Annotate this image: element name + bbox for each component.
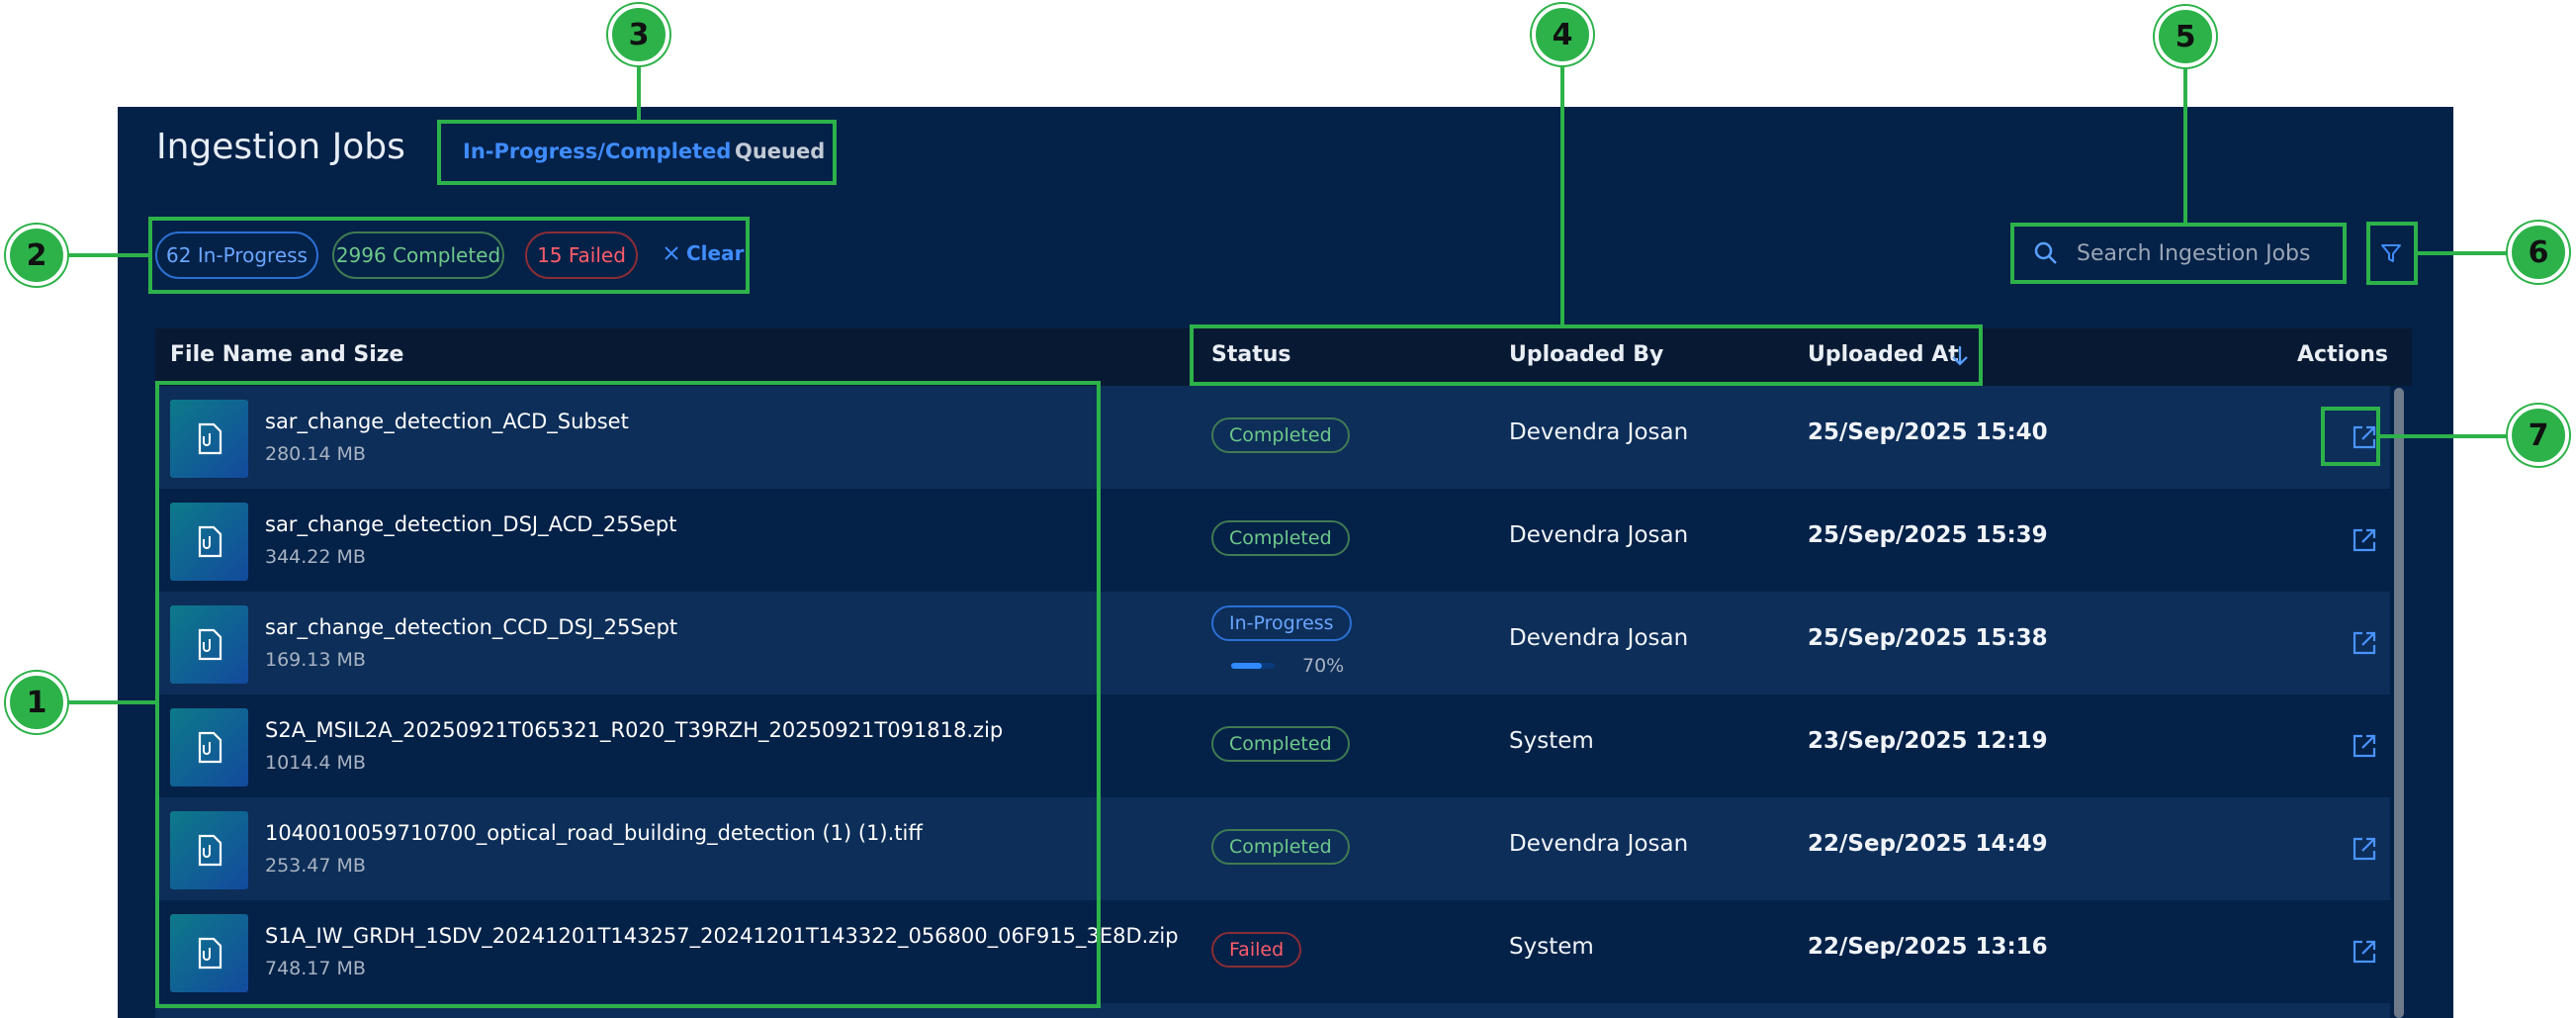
callout-badge: 3	[608, 4, 669, 65]
progress-percent: 70%	[1302, 655, 1345, 677]
open-external-icon[interactable]	[2351, 938, 2378, 966]
uploaded-by: Devendra Josan	[1509, 831, 1689, 857]
status-badge: In-Progress	[1211, 605, 1352, 641]
status-badge: Completed	[1211, 520, 1350, 556]
callout-line-2	[65, 253, 150, 257]
file-size: 1014.4 MB	[265, 752, 366, 774]
file-name: 1040010059710700_optical_road_building_d…	[265, 821, 923, 845]
file-size: 748.17 MB	[265, 958, 366, 979]
filter-chip-in-progress[interactable]: 62 In-Progress	[155, 231, 318, 279]
callout-badge: 7	[2508, 405, 2569, 466]
status-badge: Completed	[1211, 829, 1350, 865]
page-title: Ingestion Jobs	[156, 127, 405, 167]
file-icon	[170, 708, 248, 787]
column-header-actions: Actions	[2297, 342, 2388, 367]
uploaded-at: 25/Sep/2025 15:40	[1808, 419, 2048, 445]
status-badge: Completed	[1211, 726, 1350, 762]
uploaded-by: Devendra Josan	[1509, 625, 1689, 651]
highlight-column-headers	[1190, 324, 1983, 386]
callout-line-4	[1560, 63, 1564, 325]
uploaded-at: 22/Sep/2025 14:49	[1808, 831, 2048, 857]
open-external-icon[interactable]	[2351, 423, 2378, 451]
tab-in-progress-completed[interactable]: In-Progress/Completed	[463, 139, 732, 163]
uploaded-by: System	[1509, 728, 1594, 754]
clear-label: Clear	[686, 241, 745, 265]
uploaded-by: System	[1509, 934, 1594, 960]
filter-chip-failed[interactable]: 15 Failed	[525, 231, 638, 279]
file-icon	[170, 914, 248, 992]
file-icon	[170, 811, 248, 889]
progress-bar	[1231, 663, 1275, 669]
callout-badge: 6	[2508, 222, 2569, 283]
tab-queued[interactable]: Queued	[735, 139, 826, 163]
callout-badge: 5	[2155, 6, 2216, 67]
column-header-uploaded-by[interactable]: Uploaded By	[1509, 342, 1664, 367]
table-row[interactable]: sar_change_detection_ACD_Subset 280.14 M…	[155, 386, 2390, 489]
sort-descending-icon[interactable]	[1950, 344, 1970, 368]
progress-indicator: 70%	[1231, 655, 1344, 677]
file-name: sar_change_detection_DSJ_ACD_25Sept	[265, 512, 677, 536]
scrollbar[interactable]	[2394, 388, 2404, 1018]
table-row[interactable]: S2A_MSIL2A_20250921T065321_R020_T39RZH_2…	[155, 694, 2390, 797]
file-name: sar_change_detection_CCD_DSJ_25Sept	[265, 615, 678, 639]
callout-line-6	[2417, 251, 2512, 255]
highlight-file-list	[155, 381, 1101, 1008]
close-icon	[665, 246, 678, 260]
search-input[interactable]	[2075, 239, 2336, 267]
uploaded-by: Devendra Josan	[1509, 419, 1689, 445]
status-badge: Completed	[1211, 417, 1350, 453]
file-name: sar_change_detection_ACD_Subset	[265, 410, 629, 433]
uploaded-at: 23/Sep/2025 12:19	[1808, 728, 2048, 754]
highlight-filter-chips	[148, 217, 750, 294]
column-header-file: File Name and Size	[170, 342, 404, 367]
open-external-icon[interactable]	[2351, 835, 2378, 863]
table-row[interactable]: 1040010059710700_optical_road_building_d…	[155, 797, 2390, 900]
callout-line-1	[65, 700, 157, 704]
callout-line-3	[637, 63, 641, 121]
highlight-tabs	[437, 120, 837, 185]
open-external-icon[interactable]	[2351, 732, 2378, 760]
progress-fill	[1231, 663, 1262, 669]
highlight-filter-button	[2366, 222, 2418, 285]
file-size: 169.13 MB	[265, 649, 366, 671]
filter-chip-completed[interactable]: 2996 Completed	[332, 231, 504, 279]
table-header: File Name and Size Status Uploaded By Up…	[155, 328, 2412, 386]
column-header-uploaded-at[interactable]: Uploaded At	[1808, 342, 1959, 367]
file-icon	[170, 503, 248, 581]
clear-filters-button[interactable]: Clear	[663, 241, 744, 265]
column-header-status[interactable]: Status	[1211, 342, 1291, 367]
highlight-search	[2010, 223, 2347, 284]
open-external-icon[interactable]	[2351, 629, 2378, 657]
search-icon	[2034, 241, 2057, 264]
uploaded-at: 22/Sep/2025 13:16	[1808, 934, 2048, 960]
status-badge: Failed	[1211, 932, 1302, 968]
uploaded-at: 25/Sep/2025 15:38	[1808, 625, 2048, 651]
table-row[interactable]: sar_change_detection_CCD_DSJ_25Sept 169.…	[155, 592, 2390, 694]
file-size: 280.14 MB	[265, 443, 366, 465]
callout-badge: 2	[6, 225, 67, 286]
file-size: 344.22 MB	[265, 546, 366, 568]
table-row[interactable]: S1A_IW_GRDH_1SDV_20241201T143257_2024120…	[155, 900, 2390, 1003]
highlight-action-icon	[2321, 407, 2380, 466]
callout-badge: 4	[1532, 4, 1593, 65]
open-external-icon[interactable]	[2351, 526, 2378, 554]
file-size: 253.47 MB	[265, 855, 366, 877]
callout-line-7	[2379, 434, 2512, 438]
tab-bar: In-Progress/Completed Queued	[437, 120, 835, 183]
table-row[interactable]: sar_change_detection_DSJ_ACD_25Sept 344.…	[155, 489, 2390, 592]
filter-button[interactable]	[2367, 226, 2415, 281]
filter-icon	[2381, 244, 2401, 262]
file-icon	[170, 605, 248, 684]
search-box	[2011, 224, 2345, 283]
file-icon	[170, 400, 248, 478]
uploaded-at: 25/Sep/2025 15:39	[1808, 522, 2048, 548]
uploaded-by: Devendra Josan	[1509, 522, 1689, 548]
callout-badge: 1	[6, 672, 67, 733]
file-name: S1A_IW_GRDH_1SDV_20241201T143257_2024120…	[265, 924, 1179, 948]
callout-line-5	[2183, 63, 2187, 224]
file-name: S2A_MSIL2A_20250921T065321_R020_T39RZH_2…	[265, 718, 1004, 742]
